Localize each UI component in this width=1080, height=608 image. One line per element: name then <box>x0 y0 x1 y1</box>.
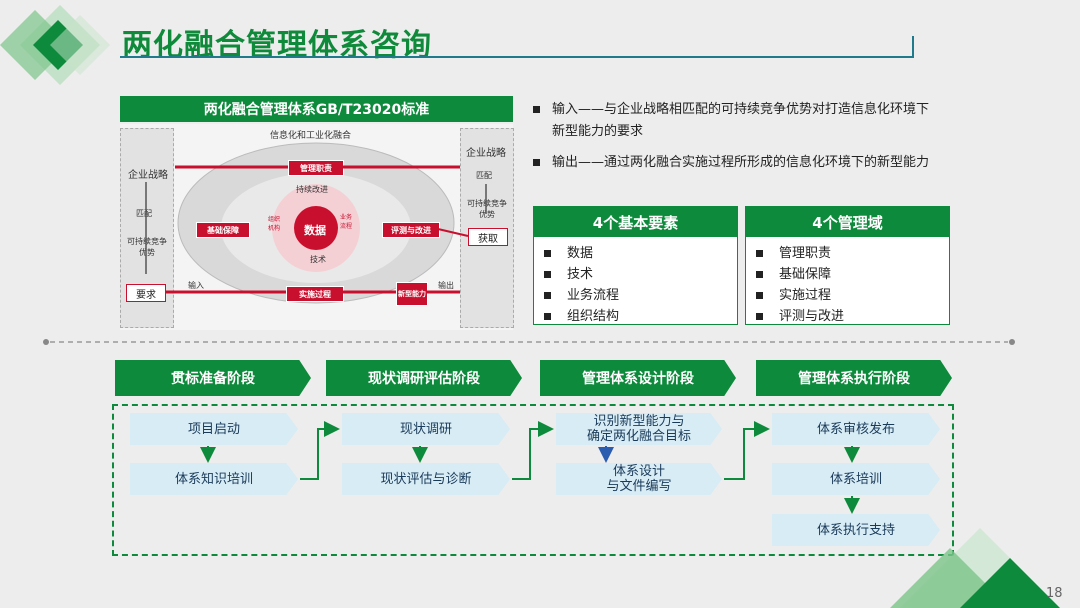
bullet-input-text: 输入——与企业战略相匹配的可持续竞争优势对打造信息化环境下 <box>552 102 930 117</box>
step-survey: 现状调研 <box>342 413 510 445</box>
bullet-output-text: 输出——通过两化融合实施过程所形成的信息化环境下的新型能力 <box>552 155 930 170</box>
right-strategy-label: 企业战略 <box>466 148 506 159</box>
implement-node: 实施过程 <box>286 286 344 302</box>
left-match-label: 匹配 <box>136 209 152 218</box>
process-frame <box>112 404 954 556</box>
standard-diagram: 企业战略 匹配 可持续竞争优势 要求 企业战略 匹配 可持续竞争优势 获取 信息… <box>120 124 514 330</box>
elements-box: 4个基本要素 数据 技术 业务流程 组织结构 <box>533 206 738 325</box>
page-number: 18 <box>1046 586 1063 601</box>
bullet-square-icon <box>756 292 763 299</box>
bullet-square-icon <box>544 250 551 257</box>
domains-box-title: 4个管理域 <box>746 207 949 237</box>
diagram-arrows <box>145 165 487 294</box>
bullet-square-icon <box>756 271 763 278</box>
left-demand-box: 要求 <box>126 284 166 302</box>
step-execution-support: 体系执行支持 <box>772 514 940 546</box>
step-system-training: 体系培训 <box>772 463 940 495</box>
corner-decoration-top-left <box>0 5 110 85</box>
phase-execute: 管理体系执行阶段 <box>756 360 952 396</box>
left-advantage-label: 可持续竞争优势 <box>127 237 167 257</box>
standard-title: 两化融合管理体系GB/T23020标准 <box>120 96 513 122</box>
bullet-square-icon <box>544 292 551 299</box>
right-match-label: 匹配 <box>476 171 492 180</box>
section-divider <box>43 339 1015 345</box>
step-knowledge-training: 体系知识培训 <box>130 463 298 495</box>
diagram-top-label: 信息化和工业化融合 <box>270 131 352 141</box>
bullet-input: 输入——与企业战略相匹配的可持续竞争优势对打造信息化环境下 新型能力的要求 <box>533 99 963 143</box>
bullet-input-cont: 新型能力的要求 <box>552 124 644 139</box>
domains-box: 4个管理域 管理职责 基础保障 实施过程 评测与改进 <box>745 206 950 325</box>
phase-prep: 贯标准备阶段 <box>115 360 311 396</box>
bullet-square-icon <box>533 106 540 113</box>
bullet-square-icon <box>544 313 551 320</box>
phase-design: 管理体系设计阶段 <box>540 360 736 396</box>
bullet-square-icon <box>544 271 551 278</box>
bullet-square-icon <box>533 159 540 166</box>
list-item: 管理职责 <box>756 243 949 264</box>
step-identify-capability: 识别新型能力与确定两化融合目标 <box>556 413 722 445</box>
right-obtain-box: 获取 <box>468 228 508 246</box>
diagram-ellipse <box>177 142 455 304</box>
data-core-label: 数据 <box>304 224 326 237</box>
elements-box-title: 4个基本要素 <box>534 207 737 237</box>
mgmt-duty-node: 管理职责 <box>288 160 344 176</box>
bullet-square-icon <box>756 250 763 257</box>
sustain-label: 持续改进 <box>296 185 328 194</box>
output-label: 输出 <box>438 281 454 290</box>
corner-decoration-bottom-right <box>890 528 1060 608</box>
title-underline-tick <box>912 36 914 58</box>
list-item: 评测与改进 <box>756 306 949 327</box>
step-kickoff: 项目启动 <box>130 413 298 445</box>
list-item: 实施过程 <box>756 285 949 306</box>
list-item: 数据 <box>544 243 737 264</box>
list-item: 业务流程 <box>544 285 737 306</box>
basic-guarantee-node: 基础保障 <box>196 222 250 238</box>
new-capability-node: 新型能力 <box>396 282 428 306</box>
bullet-output: 输出——通过两化融合实施过程所形成的信息化环境下的新型能力 <box>533 152 963 174</box>
process-label: 业务流程 <box>340 214 353 230</box>
step-assessment: 现状评估与诊断 <box>342 463 510 495</box>
step-system-design: 体系设计与文件编写 <box>556 463 722 495</box>
list-item: 组织结构 <box>544 306 737 327</box>
org-label: 组织机构 <box>268 216 281 232</box>
left-strategy-label: 企业战略 <box>128 170 168 181</box>
step-audit-release: 体系审核发布 <box>772 413 940 445</box>
list-item: 技术 <box>544 264 737 285</box>
tech-label: 技术 <box>310 255 326 264</box>
bullet-square-icon <box>756 313 763 320</box>
list-item: 基础保障 <box>756 264 949 285</box>
input-label: 输入 <box>188 281 204 290</box>
title-underline <box>120 56 913 58</box>
right-advantage-label: 可持续竞争优势 <box>467 199 507 219</box>
phase-survey: 现状调研评估阶段 <box>326 360 522 396</box>
